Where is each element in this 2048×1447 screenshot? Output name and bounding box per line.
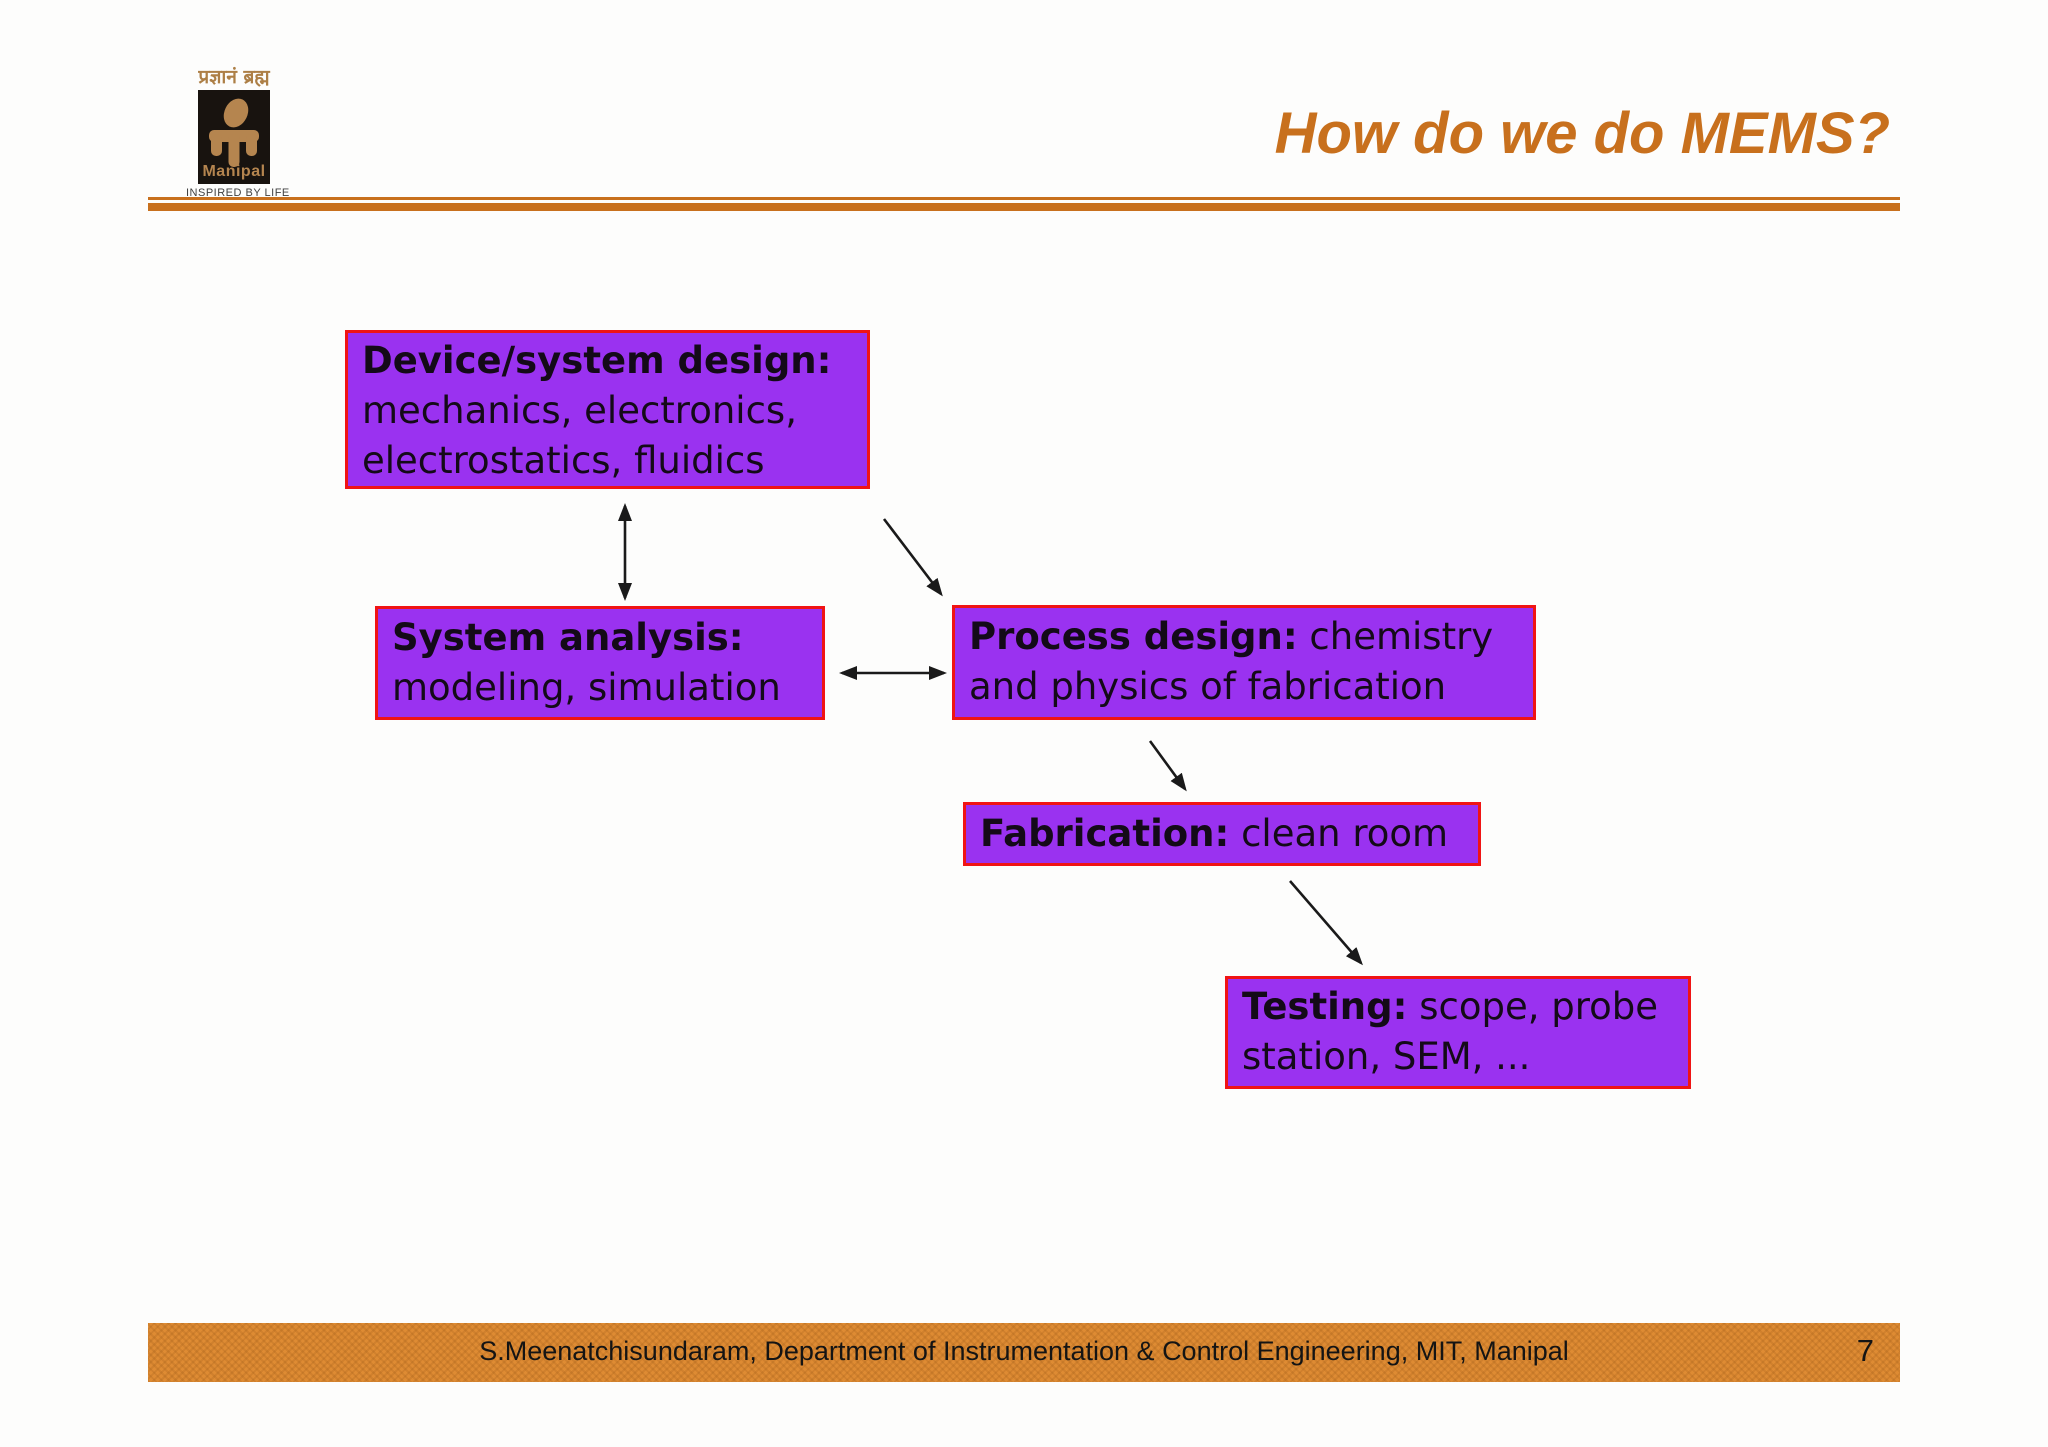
manipal-logo: प्रज्ञानं ब्रह्म Manipal INSPIRED BY LIF… <box>186 66 290 199</box>
logo-emblem: Manipal <box>198 90 270 184</box>
box-description: clean room <box>1241 812 1449 855</box>
footer-bar: S.Meenatchisundaram, Department of Instr… <box>148 1323 1900 1382</box>
header-rule-thin <box>148 197 1900 200</box>
box-label: Process design: <box>969 615 1298 658</box>
box-label: Testing: <box>1242 985 1408 1028</box>
header-rule-thick <box>148 203 1900 211</box>
arrow-process-to-fabrication <box>1148 740 1187 792</box>
box-label: Fabrication: <box>980 812 1230 855</box>
logo-brand-name: Manipal <box>202 163 266 180</box>
arrow-fabrication-to-testing <box>1289 880 1363 966</box>
flow-box-testing: Testing: scope, probe station, SEM, ... <box>1225 976 1691 1089</box>
page-number: 7 <box>1856 1333 1874 1368</box>
logo-sanskrit-text: प्रज्ञानं ब्रह्म <box>198 66 270 88</box>
flow-box-fabrication: Fabrication: clean room <box>963 802 1481 866</box>
box-description: chemistry and physics of fabrication <box>969 615 1494 708</box>
box-description: modeling, simulation <box>392 666 781 709</box>
box-description: scope, probe station, SEM, ... <box>1242 985 1659 1078</box>
logo-tagline: INSPIRED BY LIFE <box>186 187 290 199</box>
slide-title: How do we do MEMS? <box>1274 101 1890 166</box>
box-label: Device/system design: <box>362 339 832 382</box>
flow-box-process-design: Process design: chemistry and physics of… <box>952 605 1536 720</box>
box-label: System analysis: <box>392 616 744 659</box>
manipal-figure-icon <box>209 98 259 167</box>
arrow-design-to-process <box>882 518 943 597</box>
flow-box-device-system-design: Device/system design: mechanics, electro… <box>345 330 870 489</box>
box-description: mechanics, electronics, electrostatics, … <box>362 389 797 482</box>
footer-credit: S.Meenatchisundaram, Department of Instr… <box>479 1336 1569 1366</box>
flow-box-system-analysis: System analysis: modeling, simulation <box>375 606 825 720</box>
